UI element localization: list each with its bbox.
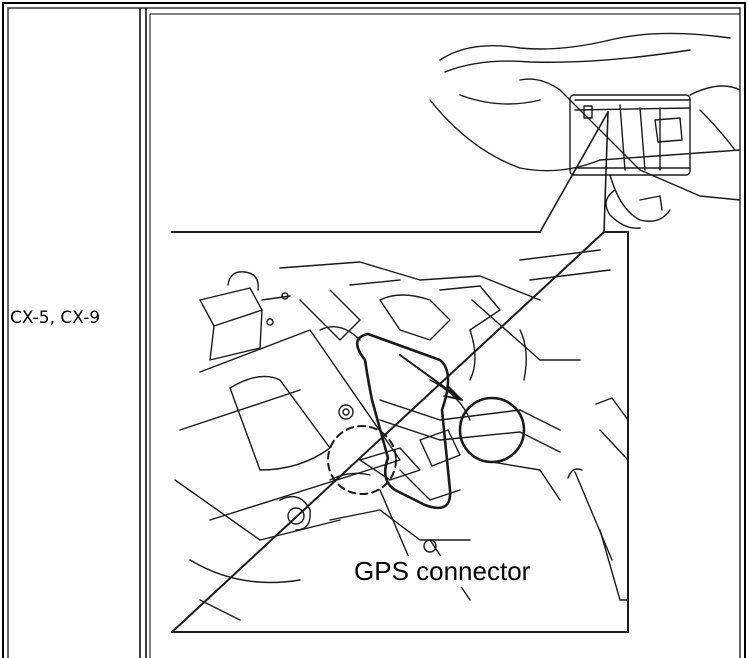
model-label: CX-5, CX-9: [10, 308, 101, 328]
gps-connector-marker: [327, 425, 397, 495]
connector-circle: [458, 396, 526, 464]
route-loop: [355, 332, 452, 510]
gps-connector-label: GPS connector: [352, 556, 533, 587]
detail-harness-view: [174, 249, 629, 621]
overview-dashboard: [429, 32, 741, 229]
